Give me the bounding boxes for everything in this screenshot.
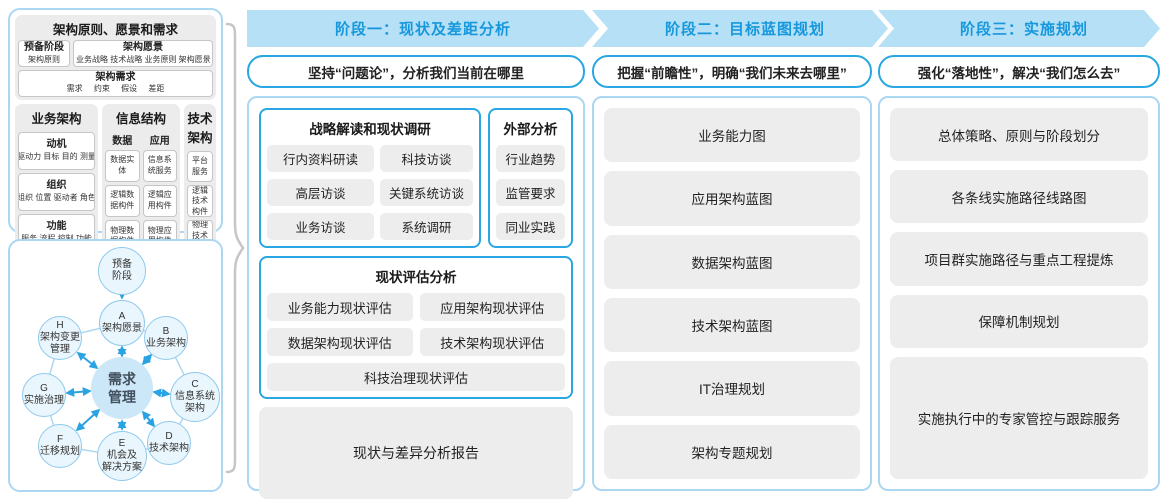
deliverable-box: 数据架构蓝图 — [604, 234, 860, 289]
application-column: 应用 信息系统服务 逻辑应用构件 物理应用构件 — [142, 132, 177, 252]
phase-2-banner: 阶段二：目标蓝图规划 — [592, 10, 888, 47]
technology-item: 平台服务 — [187, 150, 213, 183]
requirements-box: 架构需求 需求 约束 假设 差距 — [18, 69, 213, 97]
method-item: 关键系统访谈 — [379, 179, 473, 206]
phase-2-column: 阶段二：目标蓝图规划 把握“前瞻性”，明确“我们未来去哪里” 业务能力图 应用架… — [592, 0, 872, 499]
adm-node-c: C 信息系统 架构 — [170, 372, 220, 422]
phase-1-panel: 战略解读和现状调研 行内资料研读 科技访谈 高层访谈 关键系统访谈 业务访谈 系… — [247, 96, 585, 499]
application-item: 逻辑应用构件 — [142, 184, 177, 217]
gap-analysis-report-box: 现状与差异分析报告 — [259, 407, 573, 499]
function-title: 功能 — [46, 221, 67, 233]
vision-sub: 业务战略 技术战略 业务原则 架构愿景 利益相关者 — [76, 54, 212, 64]
assessment-item: 业务能力现状评估 — [267, 293, 413, 321]
business-architecture-section: 业务架构 动机 驱动力 目标 目的 测量 组织 组织 位置 驱动者 角色 功能 … — [15, 103, 98, 255]
phase-3-banner: 阶段三：实施规划 — [878, 10, 1160, 47]
deliverable-box: 应用架构蓝图 — [604, 171, 860, 226]
deliverable-box: 架构专题规划 — [604, 424, 860, 479]
assessment-item: 应用架构现状评估 — [419, 293, 565, 321]
adm-node-d: D 技术架构 — [147, 421, 191, 465]
adm-node-g: G 实施治理 — [22, 373, 66, 417]
deliverable-box: 实施执行中的专家管控与跟踪服务 — [890, 356, 1148, 479]
external-analysis-title: 外部分析 — [503, 122, 558, 137]
prep-phase-sub: 架构原则 — [28, 54, 60, 64]
data-item: 逻辑数据构件 — [105, 184, 140, 217]
deliverable-box: 技术架构蓝图 — [604, 297, 860, 353]
adm-node-requirements-center: 需求 管理 — [91, 357, 153, 419]
deliverable-box: 业务能力图 — [604, 108, 860, 163]
application-item: 信息系统服务 — [142, 149, 177, 182]
phase-3-subtitle: 强化“落地性”，解决“我们怎么去” — [878, 55, 1160, 88]
deliverable-box: 项目群实施路径与重点工程提炼 — [890, 232, 1148, 286]
data-item: 数据实体 — [105, 149, 140, 182]
application-column-title: 应用 — [149, 135, 170, 147]
deliverable-box: 各条线实施路径线路图 — [890, 170, 1148, 224]
adm-node-a: A 架构愿景 — [99, 300, 145, 346]
business-architecture-title: 业务架构 — [31, 111, 82, 126]
principles-section: 架构原则、愿景和需求 预备阶段 架构原则 架构愿景 业务战略 技术战略 业务原则… — [15, 15, 216, 100]
principles-title: 架构原则、愿景和需求 — [52, 23, 178, 37]
deliverable-box: IT治理规划 — [604, 361, 860, 416]
vision-box: 架构愿景 业务战略 技术战略 业务原则 架构愿景 利益相关者 — [73, 40, 213, 67]
assessment-box: 现状评估分析 业务能力现状评估 应用架构现状评估 数据架构现状评估 技术架构现状… — [259, 256, 573, 399]
motivation-title: 动机 — [46, 139, 67, 151]
strategy-research-box: 战略解读和现状调研 行内资料研读 科技访谈 高层访谈 关键系统访谈 业务访谈 系… — [259, 108, 481, 248]
strategy-research-title: 战略解读和现状调研 — [309, 122, 431, 137]
external-item: 同业实践 — [496, 213, 565, 240]
external-item: 行业趋势 — [496, 145, 565, 172]
data-column-title: 数据 — [112, 135, 133, 147]
phase-1-banner: 阶段一：现状及差距分析 — [247, 10, 599, 47]
technology-architecture-section: 技术架构 平台服务 逻辑技术构件 物理技术构件 — [184, 103, 216, 255]
data-column: 数据 数据实体 逻辑数据构件 物理数据构件 — [105, 132, 140, 252]
method-item: 系统调研 — [379, 213, 473, 240]
phase-3-column: 阶段三：实施规划 强化“落地性”，解决“我们怎么去” 总体策略、原则与阶段划分 … — [878, 0, 1160, 499]
assessment-item-wide: 科技治理现状评估 — [267, 363, 565, 391]
curly-brace-icon — [225, 22, 245, 474]
adm-node-e: E 机会及 解决方案 — [97, 431, 147, 481]
vision-title: 架构愿景 — [123, 42, 163, 53]
motivation-box: 动机 驱动力 目标 目的 测量 — [18, 131, 95, 170]
motivation-sub: 驱动力 目标 目的 测量 — [18, 151, 95, 161]
prep-phase-box: 预备阶段 架构原则 — [18, 40, 70, 67]
requirements-sub: 需求 约束 假设 差距 — [66, 84, 165, 94]
adm-node-h: H 架构变更 管理 — [38, 316, 82, 360]
technology-item: 逻辑技术构件 — [187, 185, 213, 218]
assessment-title: 现状评估分析 — [375, 270, 457, 285]
phase-2-subtitle: 把握“前瞻性”，明确“我们未来去哪里” — [592, 55, 872, 88]
curly-brace-connector — [224, 22, 246, 479]
method-item: 行内资料研读 — [267, 145, 374, 172]
phase-1-column: 阶段一：现状及差距分析 坚持“问题论”，分析我们当前在哪里 战略解读和现状调研 … — [247, 0, 585, 499]
phase-3-panel: 总体策略、原则与阶段划分 各条线实施路径线路图 项目群实施路径与重点工程提炼 保… — [878, 96, 1160, 491]
method-item: 科技访谈 — [379, 145, 473, 172]
architecture-framework-panel: 架构原则、愿景和需求 预备阶段 架构原则 架构愿景 业务战略 技术战略 业务原则… — [8, 8, 223, 301]
information-structure-title: 信息结构 — [115, 111, 166, 126]
adm-node-prep: 预备 阶段 — [98, 247, 146, 295]
information-structure-section: 信息结构 数据 数据实体 逻辑数据构件 物理数据构件 应用 信息系统服务 逻辑应… — [102, 103, 180, 255]
deliverable-box: 保障机制规划 — [890, 294, 1148, 348]
assessment-item: 技术架构现状评估 — [419, 328, 565, 356]
function-sub: 服务 流程 控制 功能 — [21, 234, 92, 244]
assessment-item: 数据架构现状评估 — [267, 328, 413, 356]
method-item: 高层访谈 — [267, 179, 374, 206]
organization-box: 组织 组织 位置 驱动者 角色 — [18, 172, 95, 211]
organization-title: 组织 — [46, 180, 67, 192]
requirements-title: 架构需求 — [95, 71, 136, 83]
organization-sub: 组织 位置 驱动者 角色 — [18, 192, 95, 202]
method-item: 业务访谈 — [267, 213, 374, 240]
external-item: 监管要求 — [496, 179, 565, 206]
technology-architecture-title: 技术架构 — [187, 111, 213, 145]
prep-phase-label: 预备阶段 — [24, 42, 64, 53]
adm-node-b: B 业务架构 — [144, 316, 188, 360]
external-analysis-box: 外部分析 行业趋势 监管要求 同业实践 — [488, 108, 573, 248]
phase-1-subtitle: 坚持“问题论”，分析我们当前在哪里 — [247, 55, 585, 88]
adm-cycle-panel: 预备 阶段 A 架构愿景 H 架构变更 管理 B 业务架构 G 实施治理 C 信… — [8, 239, 223, 492]
adm-node-f: F 迁移规划 — [38, 424, 82, 468]
phase-2-panel: 业务能力图 应用架构蓝图 数据架构蓝图 技术架构蓝图 IT治理规划 架构专题规划 — [592, 96, 872, 491]
deliverable-box: 总体策略、原则与阶段划分 — [890, 108, 1148, 162]
